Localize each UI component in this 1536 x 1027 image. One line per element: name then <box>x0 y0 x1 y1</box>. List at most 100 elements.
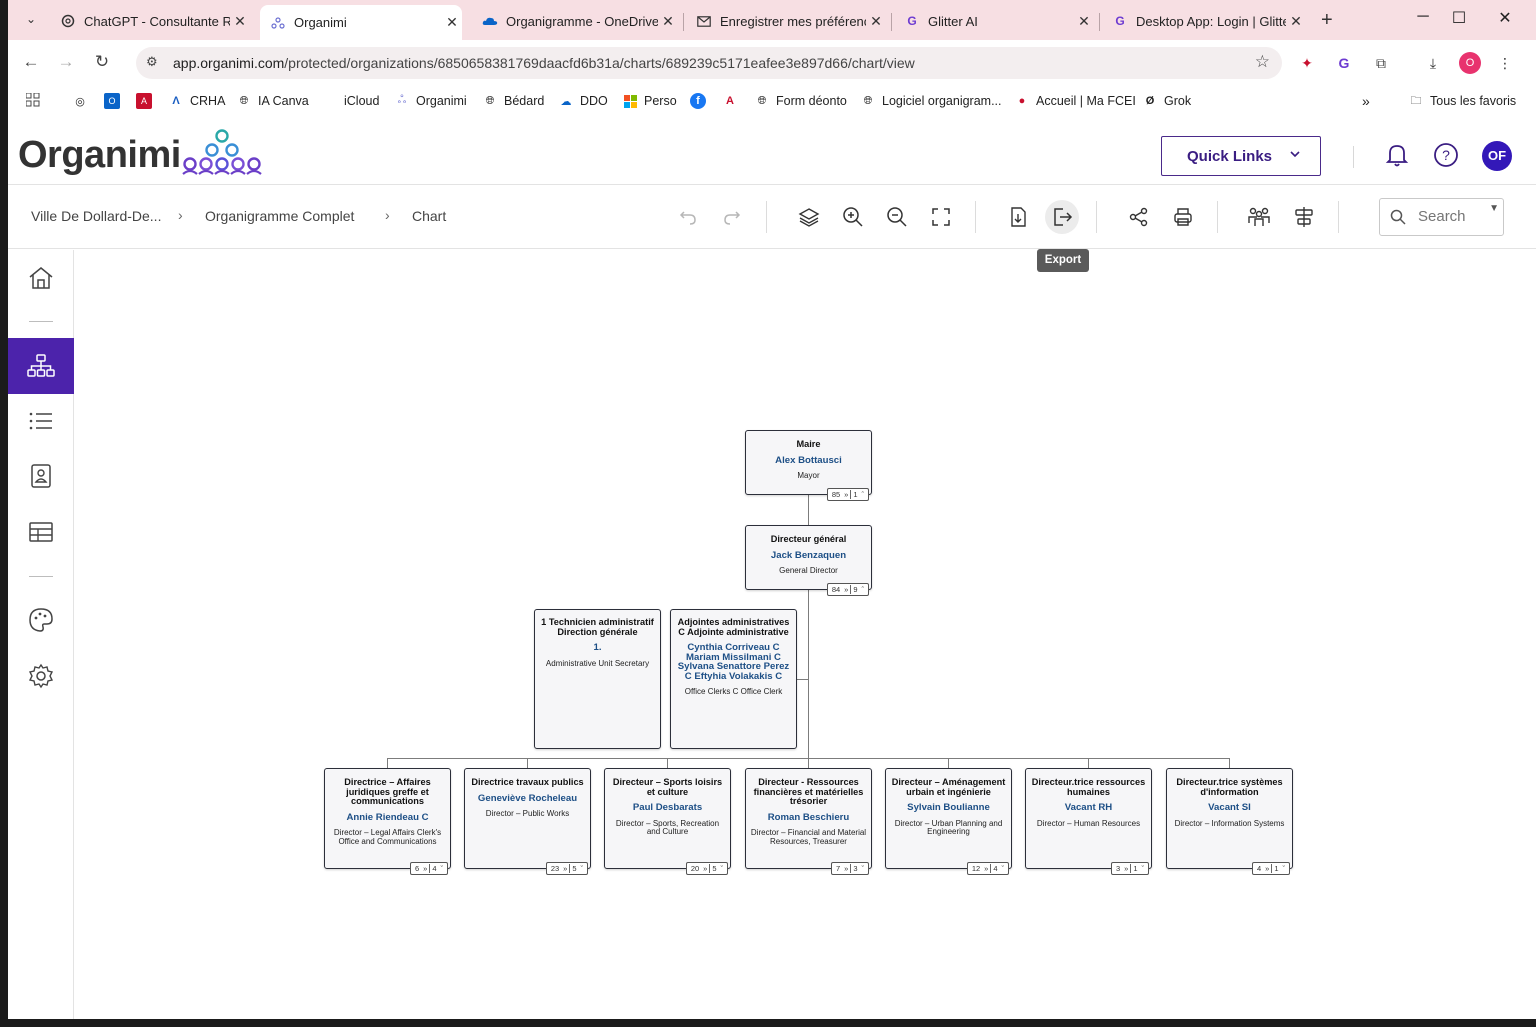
acrobat-extension-icon[interactable]: ✦ <box>1301 55 1313 71</box>
org-card-technician[interactable]: 1 Technicien administratif Direction gén… <box>534 609 661 749</box>
sidebar-list-view[interactable] <box>8 393 74 449</box>
address-bar[interactable]: ⚙ app.organimi.com/protected/organizatio… <box>136 47 1282 79</box>
chatgpt-bookmark-icon[interactable]: ◎ <box>75 95 85 108</box>
org-card-general-director[interactable]: Directeur général Jack Benzaquen General… <box>745 525 872 596</box>
user-avatar[interactable]: OF <box>1482 141 1512 171</box>
bookmark-bedard[interactable]: 🌐︎Bédard <box>482 93 545 109</box>
org-card-director[interactable]: Directrice – Affaires juridiques greffe … <box>324 768 451 875</box>
org-card-director[interactable]: Directeur - Ressources financières et ma… <box>745 768 872 875</box>
zoom-out-icon[interactable] <box>885 205 909 229</box>
zoom-in-icon[interactable] <box>841 205 865 229</box>
bookmark-fcei[interactable]: ●Accueil | Ma FCEI <box>1018 94 1136 108</box>
close-icon[interactable]: ✕ <box>1290 12 1302 29</box>
bookmark-logiciel[interactable]: 🌐︎Logiciel organigram... <box>860 93 1002 109</box>
bell-icon[interactable] <box>1385 142 1409 168</box>
facebook-bookmark-icon[interactable]: f <box>690 93 712 109</box>
profile-avatar[interactable]: O <box>1459 52 1481 74</box>
people-icon[interactable] <box>1247 205 1271 229</box>
tab-glitter-ai[interactable]: G Glitter AI ✕ <box>894 6 1094 36</box>
bookmark-perso[interactable]: Perso <box>622 93 677 109</box>
bookmark-ddo[interactable]: ☁DDO <box>560 94 608 108</box>
fullscreen-icon[interactable] <box>929 205 953 229</box>
close-icon[interactable]: ✕ <box>1078 12 1090 29</box>
list-icon <box>29 412 52 430</box>
bookmark-star-icon[interactable]: ☆ <box>1254 52 1270 71</box>
breadcrumb-chart-name[interactable]: Organigramme Complet <box>205 208 355 224</box>
org-card-director[interactable]: Directeur.trice systèmes d'information V… <box>1166 768 1293 875</box>
menu-kebab-icon[interactable]: ⋮ <box>1498 55 1512 71</box>
apps-grid-icon[interactable] <box>26 93 40 107</box>
layers-icon[interactable] <box>797 205 821 229</box>
align-settings-icon[interactable] <box>1292 205 1316 229</box>
help-icon[interactable]: ? <box>1433 142 1459 168</box>
org-card-director[interactable]: Directrice travaux publics Geneviève Roc… <box>464 768 591 875</box>
redo-icon[interactable] <box>720 205 744 229</box>
share-icon[interactable] <box>1127 205 1151 229</box>
undo-icon[interactable] <box>676 205 700 229</box>
sidebar-home[interactable] <box>8 250 74 306</box>
breadcrumb-organization[interactable]: Ville De Dollard-De... <box>31 208 162 224</box>
tab-search-chevron-icon[interactable]: ⌄ <box>25 12 37 26</box>
glitter-extension-icon[interactable]: G <box>1338 55 1350 71</box>
reload-icon[interactable]: ↻ <box>94 52 110 71</box>
print-icon[interactable] <box>1171 205 1195 229</box>
search-input[interactable] <box>1418 208 1488 225</box>
sidebar-directory[interactable] <box>8 448 74 504</box>
close-icon[interactable]: ✕ <box>870 12 882 29</box>
tab-glitter-desktop[interactable]: G Desktop App: Login | Glitter ✕ <box>1102 6 1306 36</box>
maximize-icon[interactable]: ☐ <box>1451 10 1467 27</box>
bookmark-ia-canva[interactable]: 🌐︎IA Canva <box>236 93 309 109</box>
extensions-puzzle-icon[interactable]: ⧉ <box>1376 55 1386 71</box>
close-icon[interactable]: ✕ <box>446 14 458 30</box>
org-card-director[interactable]: Directeur – Sports loisirs et culture Pa… <box>604 768 731 875</box>
tab-onedrive[interactable]: Organigramme - OneDrive ✕ <box>472 6 678 36</box>
import-file-icon[interactable] <box>1006 205 1030 229</box>
bookmark-form-deonto[interactable]: 🌐︎Form déonto <box>754 93 847 109</box>
window-close-icon[interactable]: ✕ <box>1498 10 1512 27</box>
back-arrow-icon[interactable]: ← <box>22 52 40 71</box>
chevron-down-icon: ˇ <box>861 864 865 873</box>
tab-organimi[interactable]: Organimi ✕ <box>260 5 462 40</box>
org-card-admin-assistants[interactable]: Adjointes administratives C Adjointe adm… <box>670 609 797 749</box>
sidebar-settings[interactable] <box>8 648 74 704</box>
outlook-bookmark-icon[interactable]: O <box>104 93 126 109</box>
quick-links-dropdown[interactable]: Quick Links <box>1161 136 1321 176</box>
more-bookmarks-chevron-icon[interactable]: » <box>1362 93 1370 109</box>
acrobat-bookmark-icon[interactable]: A <box>136 93 158 109</box>
sidebar-org-chart[interactable] <box>8 338 74 394</box>
all-bookmarks-folder[interactable]: 🗀︎Tous les favoris <box>1408 93 1517 109</box>
close-icon[interactable]: ✕ <box>662 12 674 29</box>
search-field[interactable]: ▼ <box>1379 198 1504 236</box>
tab-chatgpt[interactable]: ChatGPT - Consultante RH ✕ <box>50 6 250 36</box>
tab-preferences[interactable]: Enregistrer mes préférences ✕ <box>686 6 886 36</box>
sidebar-table-view[interactable] <box>8 504 74 560</box>
logo-text[interactable]: Organimi <box>18 134 181 176</box>
forward-arrow-icon[interactable]: → <box>57 52 75 71</box>
site-settings-icon[interactable]: ⚙ <box>146 54 158 69</box>
bookmark-icloud[interactable]: iCloud <box>322 93 379 109</box>
close-icon[interactable]: ✕ <box>234 12 246 29</box>
sidebar-theme[interactable] <box>8 592 74 648</box>
download-icon[interactable]: ⤓ <box>1429 55 1437 71</box>
org-card-director[interactable]: Directeur – Aménagement urbain et ingéni… <box>885 768 1012 875</box>
adobe-bookmark-icon[interactable]: A <box>726 95 734 107</box>
export-icon[interactable] <box>1045 200 1079 234</box>
new-tab-plus-icon[interactable]: + <box>1321 9 1333 31</box>
org-card-director[interactable]: Directeur.trice ressources humaines Vaca… <box>1025 768 1152 875</box>
search-filter-dropdown-icon[interactable]: ▼ <box>1489 203 1499 214</box>
minimize-icon[interactable]: ─ <box>1417 8 1429 25</box>
